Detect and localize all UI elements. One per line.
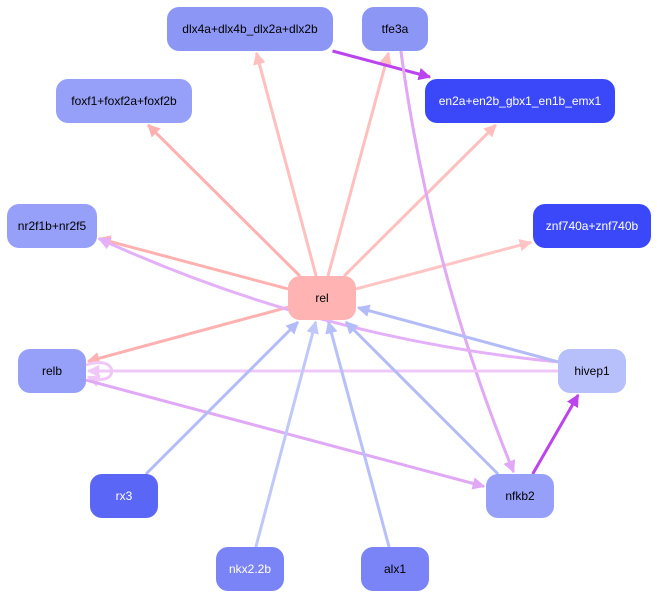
edge-relb-to-relb xyxy=(85,361,114,387)
node-box-rel[interactable] xyxy=(288,276,356,320)
node-nkx22b[interactable]: nkx2.2b xyxy=(216,547,284,591)
edge-rel-to-dlx xyxy=(253,51,318,277)
edge-rel-to-tfe3a xyxy=(326,51,392,277)
node-label-en2a: en2a+en2b_gbx1_en1b_emx1 xyxy=(439,94,602,108)
node-box-tfe3a[interactable] xyxy=(362,7,428,51)
node-label-relb: relb xyxy=(42,364,62,378)
node-label-rx3: rx3 xyxy=(116,489,133,503)
edge-rel-to-foxf1 xyxy=(147,123,301,278)
node-tfe3a[interactable]: tfe3a xyxy=(362,7,428,51)
edge-tfe3a-to-nfkb2 xyxy=(399,50,516,474)
node-label-alx1: alx1 xyxy=(384,562,406,576)
node-en2a[interactable]: en2a+en2b_gbx1_en1b_emx1 xyxy=(425,79,615,123)
node-label-rel: rel xyxy=(315,291,328,305)
node-box-en2a[interactable] xyxy=(425,79,615,123)
edge-nkx22b-to-rel xyxy=(254,320,319,548)
node-alx1[interactable]: alx1 xyxy=(361,547,429,591)
node-box-rx3[interactable] xyxy=(90,474,158,518)
node-label-foxf1: foxf1+foxf2a+foxf2b xyxy=(71,94,177,108)
edge-rx3-to-rel xyxy=(144,320,300,476)
edge-rel-to-relb xyxy=(86,305,289,365)
node-dlx[interactable]: dlx4a+dlx4b_dlx2a+dlx2b xyxy=(167,7,333,51)
node-label-dlx: dlx4a+dlx4b_dlx2a+dlx2b xyxy=(182,22,318,36)
node-rel[interactable]: rel xyxy=(288,276,356,320)
node-box-nkx22b[interactable] xyxy=(216,547,284,591)
edge-hivep1-to-rel xyxy=(356,304,559,364)
node-znf740a[interactable]: znf740a+znf740b xyxy=(533,204,651,248)
node-nfkb2[interactable]: nfkb2 xyxy=(486,474,554,518)
node-box-dlx[interactable] xyxy=(167,7,333,51)
node-label-nfkb2: nfkb2 xyxy=(505,489,535,503)
node-box-znf740a[interactable] xyxy=(533,204,651,248)
edge-layer xyxy=(85,49,580,548)
edge-nfkb2-to-hivep1 xyxy=(531,393,580,475)
edge-alx1-to-rel xyxy=(325,320,391,548)
node-box-hivep1[interactable] xyxy=(558,349,626,393)
node-foxf1[interactable]: foxf1+foxf2a+foxf2b xyxy=(56,79,192,123)
node-box-nr2f1b[interactable] xyxy=(7,204,97,248)
node-label-nr2f1b: nr2f1b+nr2f5 xyxy=(18,219,87,233)
node-hivep1[interactable]: hivep1 xyxy=(558,349,626,393)
node-rx3[interactable]: rx3 xyxy=(90,474,158,518)
node-box-relb[interactable] xyxy=(18,349,86,393)
node-label-hivep1: hivep1 xyxy=(574,364,610,378)
node-label-tfe3a: tfe3a xyxy=(382,22,409,36)
node-label-znf740a: znf740a+znf740b xyxy=(546,219,639,233)
edge-rel-to-nr2f1b xyxy=(97,235,289,291)
node-box-foxf1[interactable] xyxy=(56,79,192,123)
node-label-nkx22b: nkx2.2b xyxy=(229,562,271,576)
edge-nfkb2-to-rel xyxy=(344,320,500,476)
edge-dlx-to-en2a xyxy=(332,49,432,81)
node-box-alx1[interactable] xyxy=(361,547,429,591)
node-relb[interactable]: relb xyxy=(18,349,86,393)
node-layer: rel dlx4a+dlx4b_dlx2a+dlx2b tfe3a en2a+en2b… xyxy=(7,7,651,591)
edge-rel-to-en2a xyxy=(343,123,497,278)
node-box-nfkb2[interactable] xyxy=(486,474,554,518)
node-nr2f1b[interactable]: nr2f1b+nr2f5 xyxy=(7,204,97,248)
